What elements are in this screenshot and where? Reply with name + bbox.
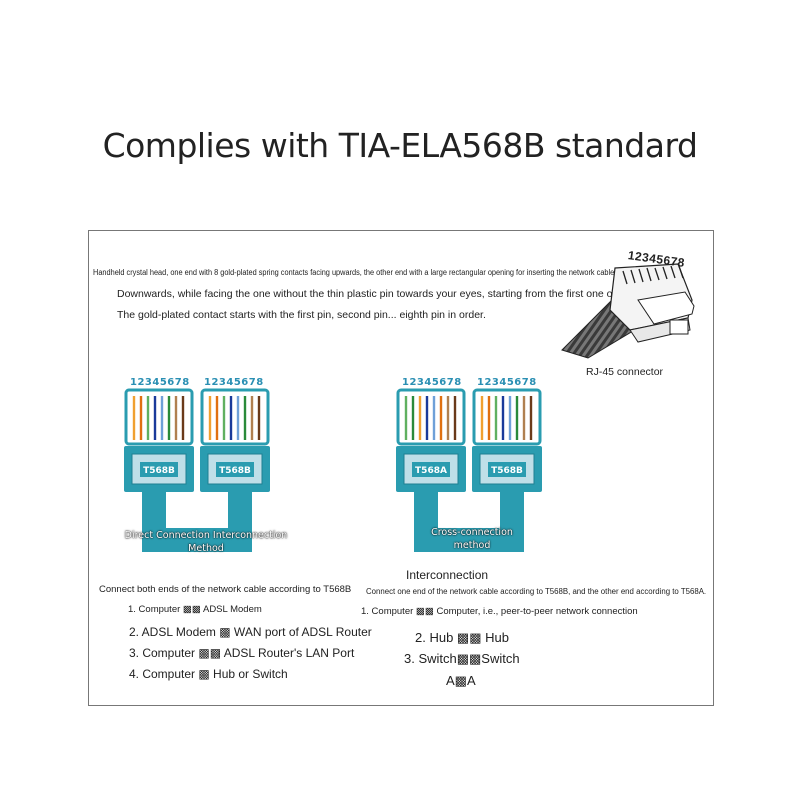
- direct-right-standard: T568B: [219, 466, 251, 476]
- cross-heading: Connect one end of the network cable acc…: [366, 587, 707, 596]
- connector-caption: RJ-45 connector: [586, 366, 664, 378]
- cross-item-1: 1. Computer ▩▩ Computer, i.e., peer-to-p…: [361, 606, 638, 617]
- direct-right-pin-numbers: 12345678: [204, 377, 264, 388]
- cross-item-2: 2. Hub ▩▩ Hub: [415, 630, 509, 645]
- direct-left-plug: [124, 388, 194, 492]
- direct-left-standard: T568B: [143, 466, 175, 476]
- cross-item-3: 3. Switch▩▩Switch: [404, 651, 520, 666]
- direct-heading: Connect both ends of the network cable a…: [99, 584, 352, 595]
- direct-method-label-line1: Direct Connection Interconnection: [124, 530, 288, 541]
- rj45-connector-illustration: [561, 263, 695, 359]
- direct-method-label-line2: Method: [188, 543, 224, 554]
- cross-method-label: Cross-connection method: [392, 526, 552, 552]
- direct-item-3: 3. Computer ▩▩ ADSL Router's LAN Port: [129, 646, 355, 660]
- page-title: Complies with TIA-ELA568B standard: [102, 126, 698, 165]
- intro-line-3: The gold-plated contact starts with the …: [117, 309, 486, 321]
- cross-item-4: A▩A: [446, 673, 476, 688]
- cross-method-label-line1: Cross-connection: [431, 527, 513, 538]
- direct-right-plug: [200, 388, 270, 492]
- cross-method-label-line2: method: [453, 540, 491, 551]
- direct-left-pin-numbers: 12345678: [130, 377, 190, 388]
- direct-item-4: 4. Computer ▩ Hub or Switch: [129, 667, 288, 681]
- cross-right-pin-numbers: 12345678: [477, 377, 537, 388]
- cross-section-title: Interconnection: [406, 568, 489, 582]
- cross-right-plug: [472, 388, 542, 492]
- direct-method-label: Direct Connection Interconnection Method: [120, 529, 292, 555]
- cross-left-plug: [396, 388, 466, 492]
- direct-connection-diagram: T568B T568B: [124, 388, 270, 552]
- intro-line-2: Downwards, while facing the one without …: [117, 288, 653, 300]
- intro-line-1: Handheld crystal head, one end with 8 go…: [93, 268, 615, 277]
- cross-connection-diagram: T568A T568B: [396, 388, 542, 552]
- cross-right-standard: T568B: [491, 466, 523, 476]
- direct-item-2: 2. ADSL Modem ▩ WAN port of ADSL Router: [129, 625, 372, 639]
- cross-left-pin-numbers: 12345678: [402, 377, 462, 388]
- cross-left-standard: T568A: [415, 466, 447, 476]
- direct-item-1: 1. Computer ▩▩ ADSL Modem: [128, 604, 262, 615]
